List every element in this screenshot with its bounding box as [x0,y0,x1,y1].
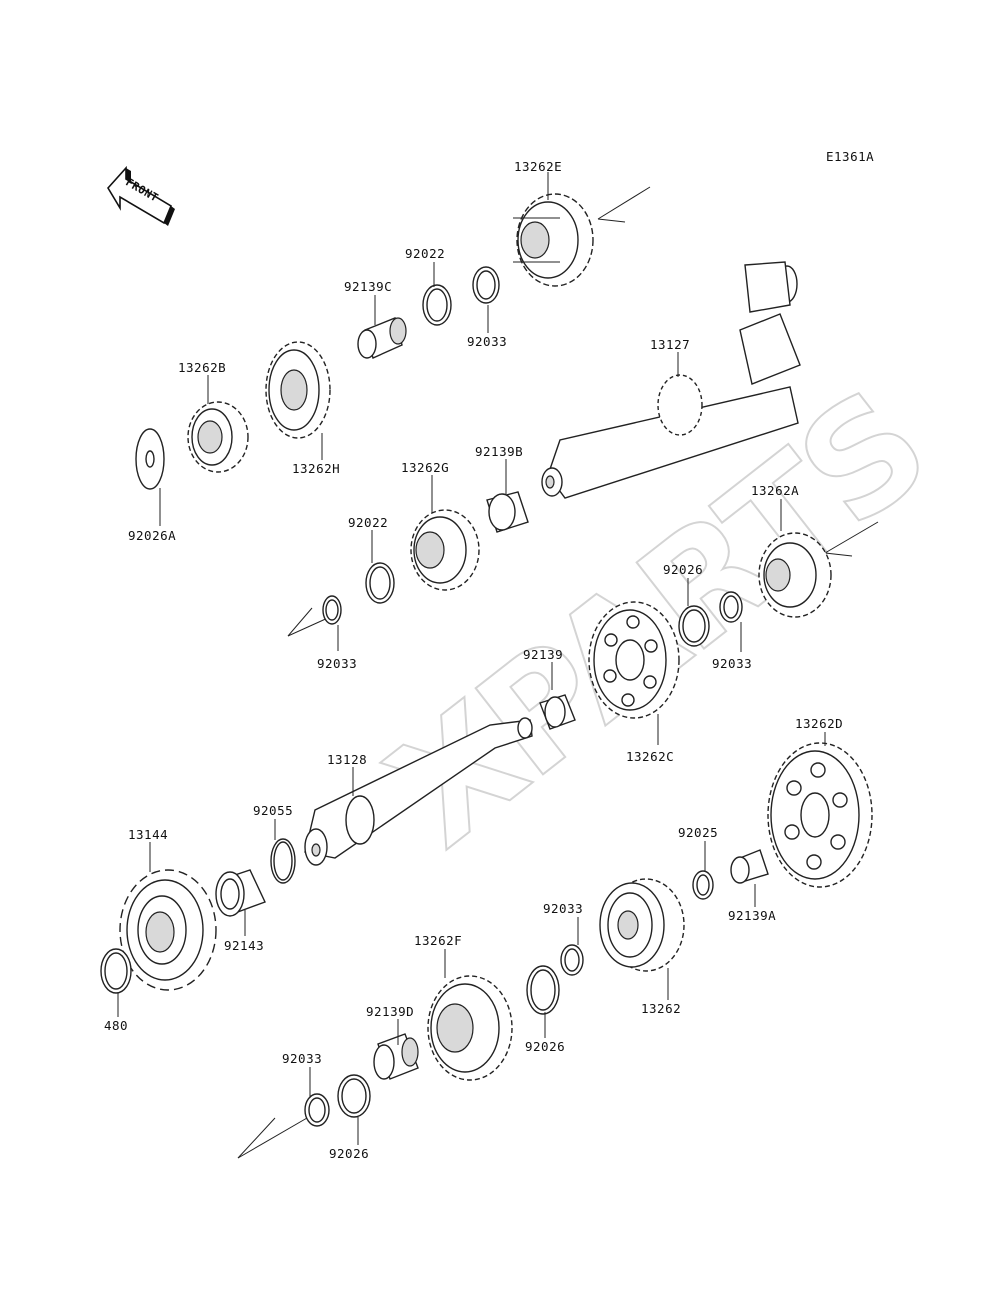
washer-92026-lower[interactable] [337,1074,371,1118]
label-92139A[interactable]: 92139A [728,908,776,923]
label-92033-right[interactable]: 92033 [712,656,752,671]
circlip-92033-lower[interactable] [304,1093,330,1127]
label-92055[interactable]: 92055 [253,803,293,818]
label-13262[interactable]: 13262 [641,1001,681,1016]
gear-13262C[interactable] [588,601,680,719]
label-92139B[interactable]: 92139B [475,444,523,459]
shaft-13127[interactable] [541,261,801,499]
gear-13262[interactable] [599,878,685,972]
oring-92055[interactable] [270,838,296,884]
label-13128[interactable]: 13128 [327,752,367,767]
label-92026A[interactable]: 92026A [128,528,176,543]
label-92025[interactable]: 92025 [678,825,718,840]
gear-13262A[interactable] [758,532,832,618]
bearing-92139D[interactable] [373,1033,419,1080]
gear-13262B[interactable] [187,401,249,473]
shaft-13128[interactable] [304,717,533,866]
label-13127[interactable]: 13127 [650,337,690,352]
label-13262G[interactable]: 13262G [401,460,449,475]
label-13262C[interactable]: 13262C [626,749,674,764]
gear-13262F[interactable] [427,975,513,1081]
leader-lines [117,172,826,1145]
washer-92026-right[interactable] [678,605,710,647]
label-92022-lower[interactable]: 92022 [348,515,388,530]
label-92139[interactable]: 92139 [523,647,563,662]
label-92033-upper[interactable]: 92033 [467,334,507,349]
label-92033-lower[interactable]: 92033 [282,1051,322,1066]
gear-13262G[interactable] [410,509,480,591]
label-92033-left[interactable]: 92033 [317,656,357,671]
label-92139D[interactable]: 92139D [366,1004,414,1019]
washer-92025[interactable] [692,870,714,900]
gear-13262H[interactable] [265,341,331,439]
label-92026-lower[interactable]: 92026 [329,1146,369,1161]
label-92026-right[interactable]: 92026 [663,562,703,577]
part-labels: 13262E 92022 92139C 92033 13127 13262B 1… [104,159,843,1161]
gear-13262D[interactable] [767,742,873,888]
label-92022-upper[interactable]: 92022 [405,246,445,261]
washer-92022-upper[interactable] [422,284,452,326]
bush-92139[interactable] [539,694,576,730]
label-13262D[interactable]: 13262D [795,716,843,731]
gear-13262E[interactable] [513,193,594,287]
label-13262H[interactable]: 13262H [292,461,340,476]
label-13262A[interactable]: 13262A [751,483,799,498]
circlip-92033-left[interactable] [322,595,342,625]
diagram-code: E1361A [826,149,874,164]
circlip-92033-upper[interactable] [472,266,500,304]
bush-92139B[interactable] [486,491,529,533]
circlip-480[interactable] [100,948,132,994]
washer-92026-middle[interactable] [526,965,560,1015]
front-arrow-icon: FRONT [107,165,175,226]
circlip-92033-right[interactable] [719,591,743,623]
circlip-92033-middle[interactable] [560,944,584,976]
label-92033-middle[interactable]: 92033 [543,901,583,916]
label-480[interactable]: 480 [104,1018,128,1033]
label-13262E[interactable]: 13262E [514,159,562,174]
label-13144[interactable]: 13144 [128,827,168,842]
label-13262B[interactable]: 13262B [178,360,226,375]
label-92026-middle[interactable]: 92026 [525,1039,565,1054]
sprocket-13144[interactable] [119,869,217,991]
bush-92139A[interactable] [730,849,769,884]
washer-92026A[interactable] [135,428,165,490]
collar-92143[interactable] [215,869,266,917]
label-92143[interactable]: 92143 [224,938,264,953]
axis-lines [237,186,879,1159]
label-92139C[interactable]: 92139C [344,279,392,294]
label-13262F[interactable]: 13262F [414,933,462,948]
washer-92022-lower[interactable] [365,562,395,604]
bearing-92139C[interactable] [357,317,407,359]
